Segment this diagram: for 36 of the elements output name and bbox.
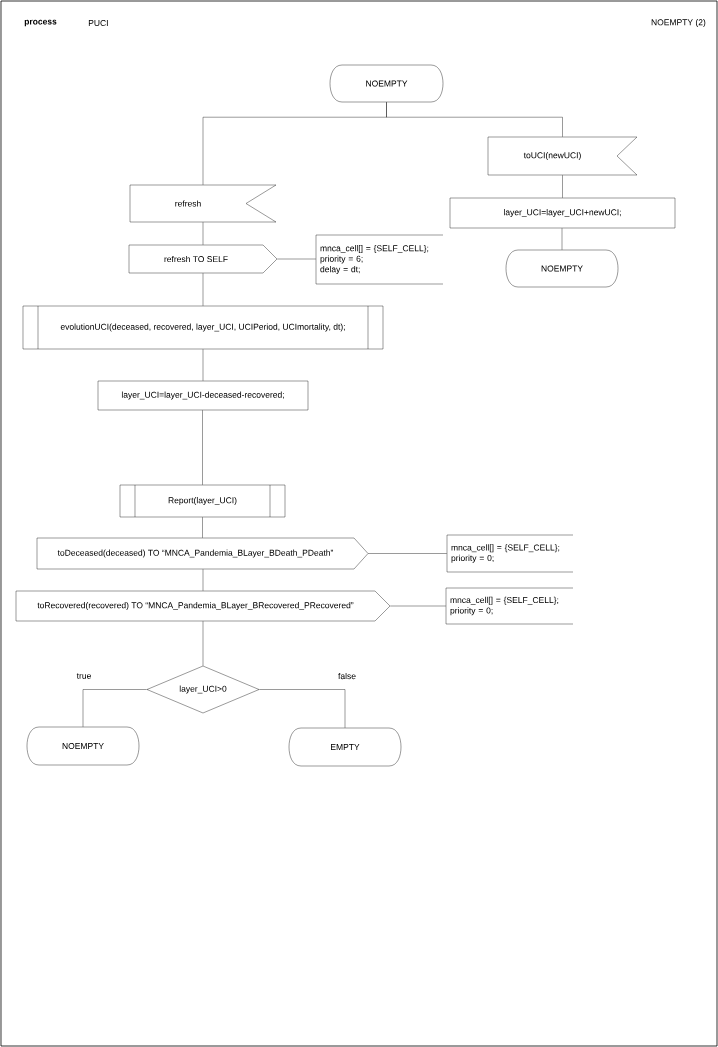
comment-line xyxy=(390,605,446,607)
comment-line xyxy=(277,258,316,260)
task-box: layer_UCI=layer_UCI+newUCI; xyxy=(449,197,676,229)
flow-line xyxy=(562,175,563,198)
input-signal-box: refresh xyxy=(129,184,277,223)
comment-bracket: mnca_cell[] = {SELF_CELL}; priority = 6; delay = dt; xyxy=(315,234,444,285)
output-signal-box: toDeceased(deceased) TO “MNCA_Pandemia_BLayer_BDeath_PDeath” xyxy=(36,537,369,570)
flow-line xyxy=(202,569,204,591)
state-box: NOEMPTY xyxy=(505,249,619,288)
edge-label: false xyxy=(337,671,357,681)
comment-bracket: mnca_cell[] = {SELF_CELL}; priority = 0; xyxy=(445,587,574,625)
edge-label: true xyxy=(75,672,93,680)
flow-line xyxy=(202,621,204,666)
flow-line xyxy=(386,102,563,137)
header-label: process xyxy=(24,19,57,27)
input-signal-box: toUCI(newUCI) xyxy=(487,136,638,176)
state-box: NOEMPTY xyxy=(329,64,444,103)
flow-line xyxy=(259,689,346,728)
comment-line xyxy=(368,553,447,554)
flow-line xyxy=(202,273,204,306)
header-label: PUCI xyxy=(88,20,108,26)
header-label: NOEMPTY (2) xyxy=(651,19,706,27)
flow-line xyxy=(82,689,147,727)
flow-line xyxy=(202,410,203,485)
task-box: layer_UCI=layer_UCI-deceased-recovered; xyxy=(97,380,309,411)
comment-bracket: mnca_cell[] = {SELF_CELL}; priority = 0; xyxy=(446,534,574,573)
state-box: EMPTY xyxy=(288,727,402,767)
state-box: NOEMPTY xyxy=(26,726,140,766)
procedure-call-box: Report(layer_UCI) xyxy=(119,484,286,518)
flow-line xyxy=(202,349,204,381)
flow-line xyxy=(561,228,563,250)
procedure-call-box: evolutionUCI(deceased, recovered, layer_UCI, UCIPeriod, UCImortality, dt); xyxy=(22,305,384,350)
output-signal-box: toRecovered(recovered) TO “MNCA_Pandemia_BLayer_BRecovered_PRecovered” xyxy=(15,590,391,622)
flow-line xyxy=(202,222,204,245)
output-signal-box: refresh TO SELF xyxy=(128,244,278,274)
flow-line xyxy=(202,517,203,538)
